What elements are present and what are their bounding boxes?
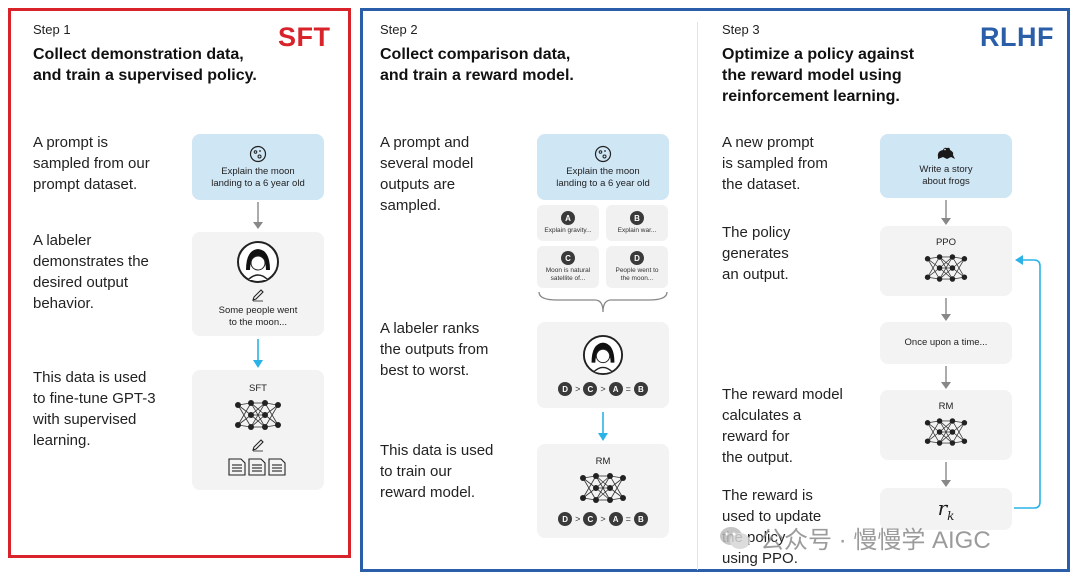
step3-reward-box: rk	[880, 488, 1012, 530]
step2-label: Step 2	[380, 22, 418, 37]
step2-rm-box: RM D> C> A= B	[537, 444, 669, 538]
labeler-avatar-icon	[582, 334, 624, 376]
output-text: Once upon a time...	[904, 337, 988, 348]
arrow-down-gray-3c	[941, 366, 951, 389]
moon-icon	[594, 145, 612, 162]
ranking-row-1: D> C> A= B	[558, 382, 648, 396]
ppo-label: PPO	[935, 237, 957, 248]
neural-net-icon	[924, 254, 968, 282]
feedback-loop-arrow	[1014, 255, 1041, 509]
output-card-b: B Explain war...	[606, 205, 668, 241]
arrow-down-gray-1	[253, 202, 263, 229]
step2-title: Collect comparison data, and train a rew…	[380, 46, 574, 84]
arrow-down-gray-3a	[941, 200, 951, 225]
step1-sft-model-box: SFT	[192, 370, 324, 490]
neural-net-icon	[924, 418, 968, 446]
rm-label: RM	[595, 456, 611, 467]
output-card-a: A Explain gravity...	[537, 205, 599, 241]
frog-icon	[937, 147, 955, 159]
reward-symbol: rk	[937, 495, 955, 523]
rlhf-tag: RLHF	[980, 22, 1054, 52]
arrow-down-blue-2	[598, 412, 608, 441]
neural-net-icon	[580, 473, 626, 503]
rlhf-frame	[360, 8, 1070, 572]
labeler-avatar-icon	[237, 240, 279, 283]
step1-title: Collect demonstration data, and train a …	[33, 46, 257, 84]
pencil-icon-2	[252, 439, 264, 452]
bracket-brace	[538, 291, 668, 313]
sft-tag: SFT	[278, 22, 331, 52]
step3-rm-box: RM	[880, 390, 1012, 460]
step3-ppo-box: PPO	[880, 226, 1012, 296]
sft-frame	[8, 8, 351, 558]
documents-icon	[228, 458, 286, 476]
arrow-down-gray-3d	[941, 462, 951, 487]
moon-icon	[249, 145, 267, 162]
wechat-icon	[720, 526, 750, 549]
step3-output-box: Once upon a time...	[880, 322, 1012, 364]
ranking-row-2: D> C> A= B	[558, 512, 648, 526]
sft-model-label: SFT	[249, 383, 267, 394]
watermark: 公众号 · 慢慢学 AIGC	[718, 520, 991, 555]
step1-label: Step 1	[33, 22, 71, 37]
pencil-icon	[252, 288, 264, 301]
arrow-down-gray-3b	[941, 298, 951, 321]
column-divider	[697, 22, 698, 570]
rm-label-3: RM	[938, 401, 954, 412]
arrow-down-blue-1	[253, 339, 263, 368]
step3-label: Step 3	[722, 22, 760, 37]
neural-net-icon	[235, 400, 281, 430]
step2-ranker-box: D> C> A= B	[537, 322, 669, 408]
